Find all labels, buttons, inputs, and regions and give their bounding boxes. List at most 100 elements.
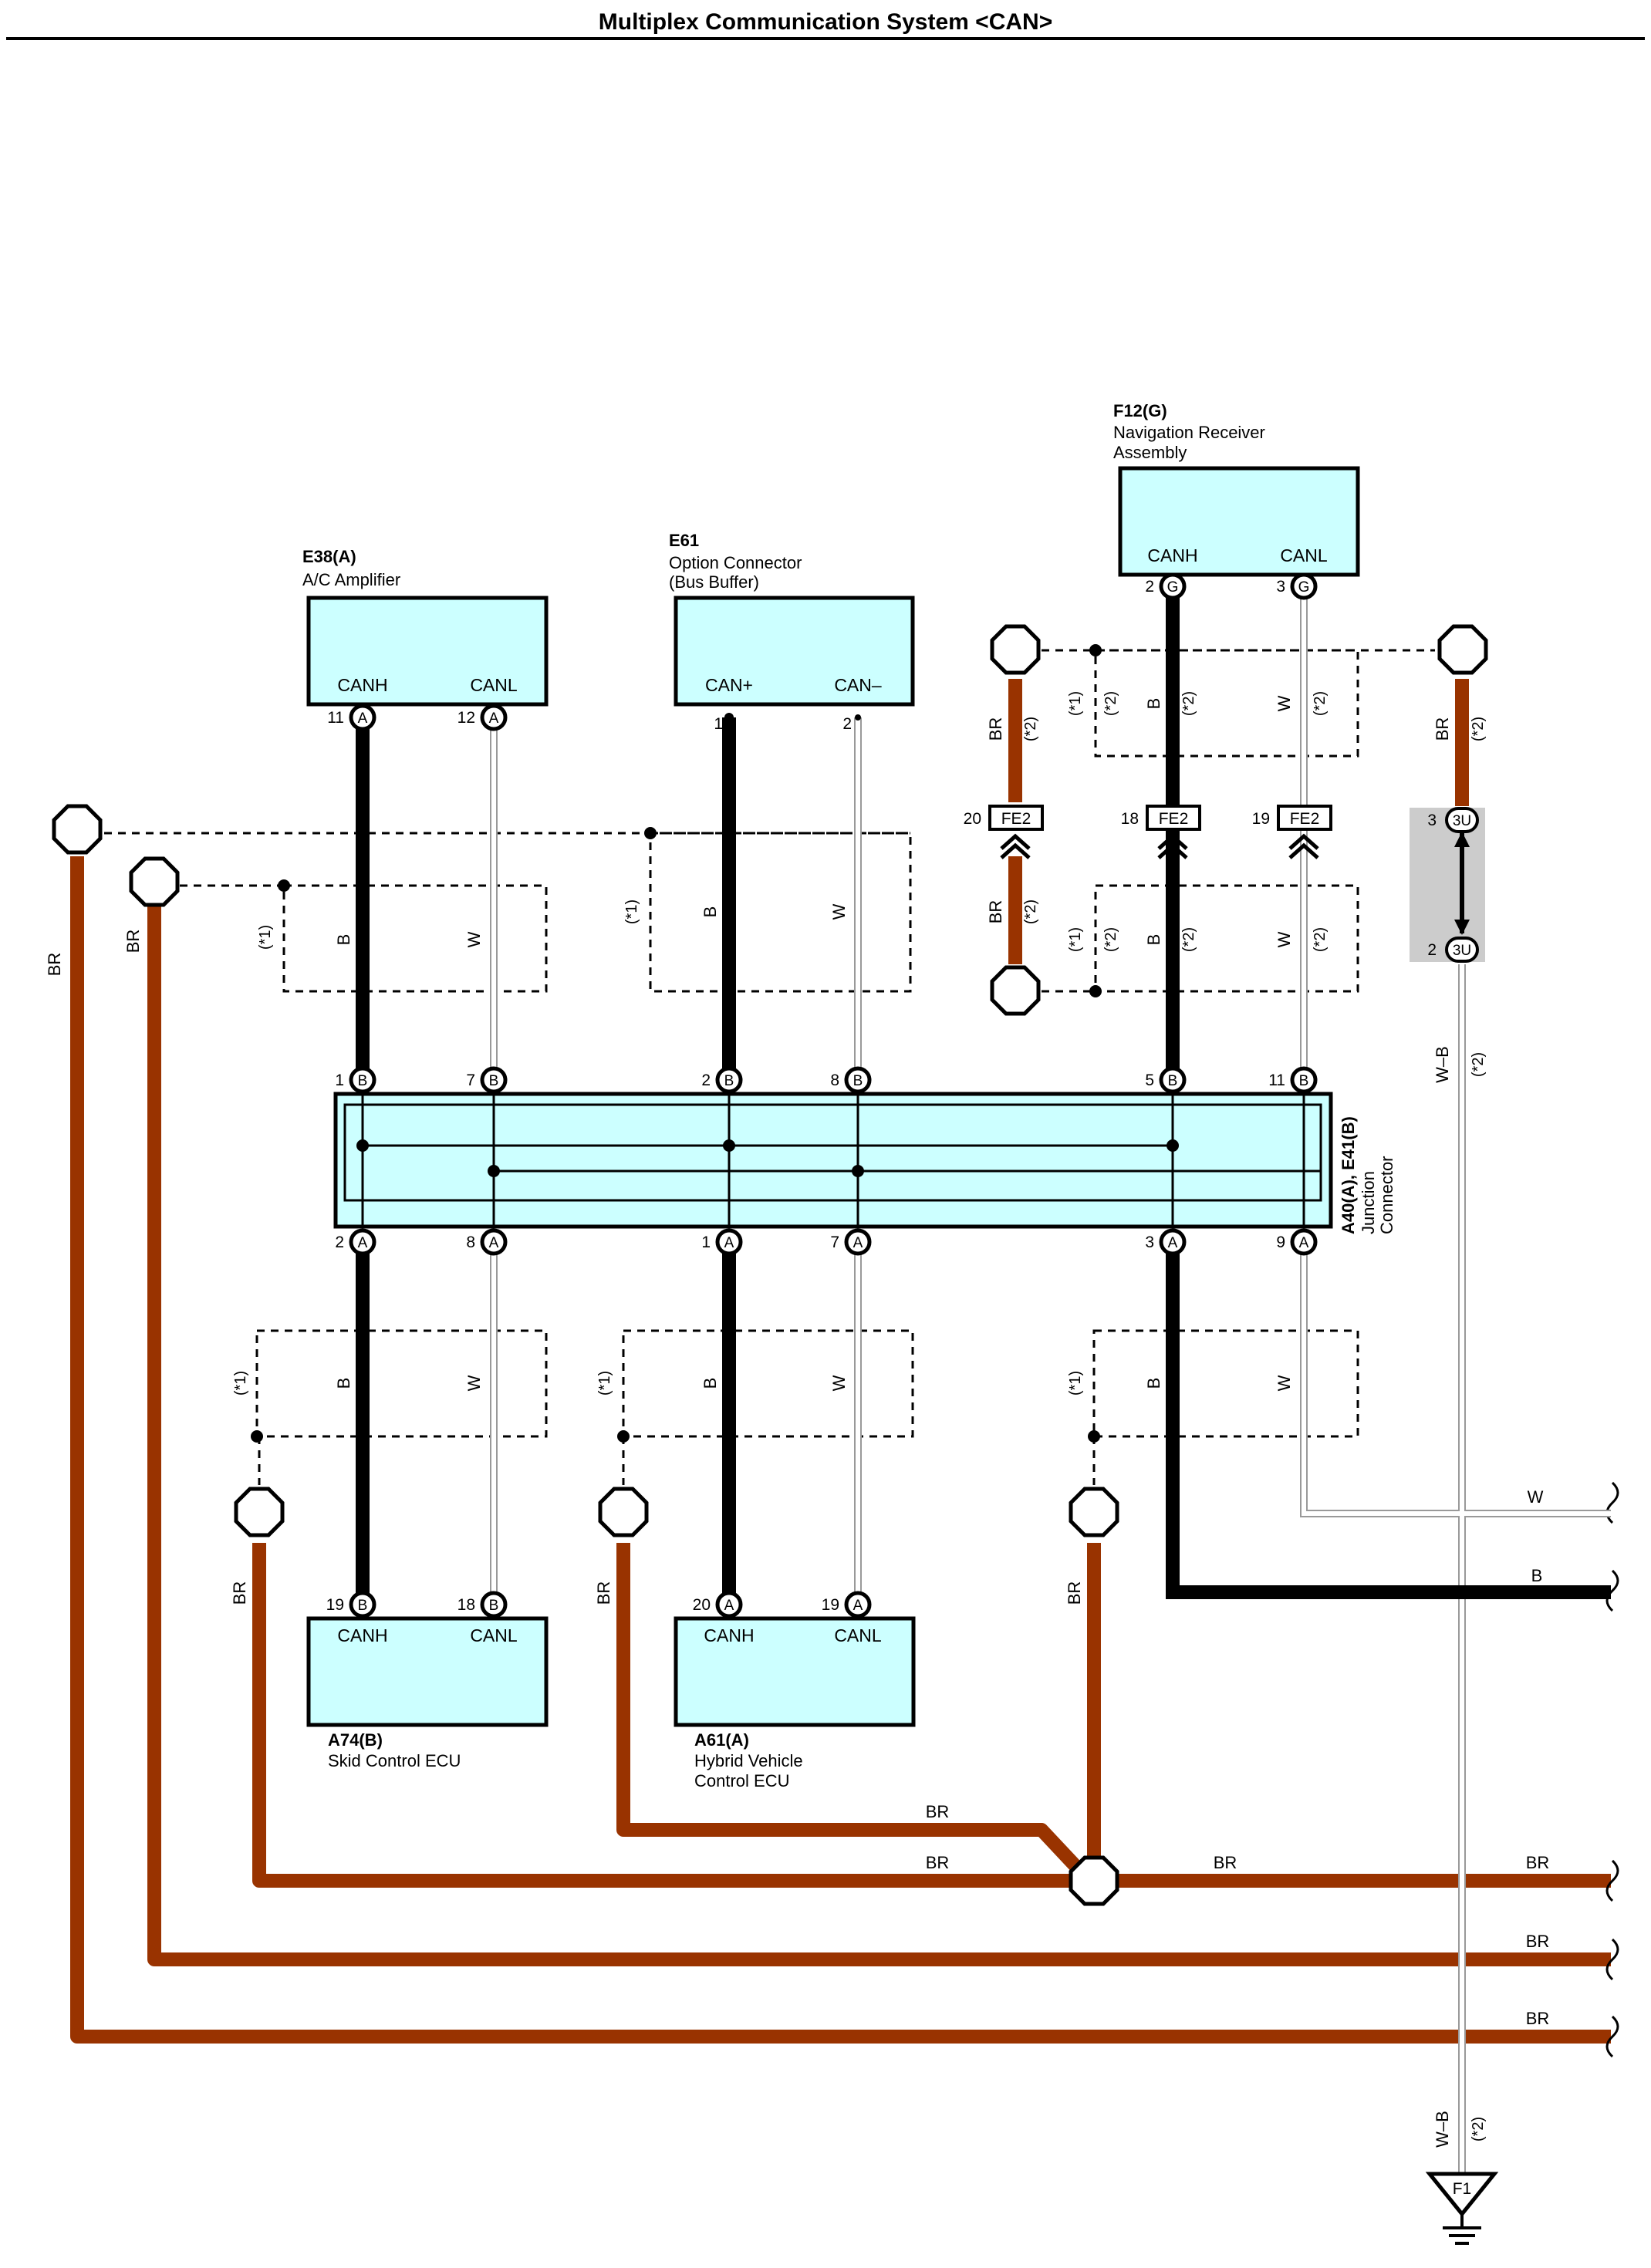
pin-number: 1 xyxy=(714,715,723,733)
shield-junction xyxy=(1092,1329,1359,1438)
break-mark-br-1 xyxy=(1605,1859,1619,1902)
option-name-1: Option Connector xyxy=(669,553,802,572)
br-wire-outer xyxy=(70,856,1611,2044)
shield-dots xyxy=(251,644,1102,1443)
pin-number: 2 xyxy=(1145,578,1154,596)
hybrid-canl-label: CANL xyxy=(834,1625,882,1645)
wire-label-b: B xyxy=(701,1378,720,1389)
shield-boxes xyxy=(104,649,1435,1485)
pin-number: 3 xyxy=(1276,578,1285,596)
pin-numbers: 11 12 1 2 2 3 1 7 2 8 5 11 2 8 1 7 3 9 1… xyxy=(326,578,1285,1614)
br-wires xyxy=(70,679,1611,2044)
skid-canl-label: CANL xyxy=(470,1625,518,1645)
wire-label-w: W xyxy=(1275,931,1294,947)
wire-label-b: B xyxy=(1531,1566,1543,1585)
hybrid-id: A61(A) xyxy=(694,1730,749,1750)
wire-label-br: BR xyxy=(1526,1932,1550,1951)
wire-label-w: W xyxy=(464,931,484,947)
nav-canh-label: CANH xyxy=(1147,545,1197,565)
note-2: (*2) xyxy=(1102,927,1119,952)
wire-label-b: B xyxy=(1144,934,1163,946)
note-2: (*2) xyxy=(1470,1052,1487,1077)
wire-label-w: W xyxy=(1275,695,1294,711)
pin-number: 19 xyxy=(822,1596,839,1614)
wire-label-br: BR xyxy=(1065,1581,1084,1605)
pin-letter: A xyxy=(1168,1235,1178,1251)
shield-nav-bottom xyxy=(1094,884,1359,993)
pin-letter: B xyxy=(1168,1073,1178,1089)
pin-letter: A xyxy=(724,1598,734,1614)
wire-label-w: W xyxy=(1528,1487,1544,1507)
shield-skid xyxy=(255,1329,548,1438)
shield-octagons xyxy=(52,624,1488,1906)
nav-canl-label: CANL xyxy=(1280,545,1328,565)
wire-label-w: W xyxy=(829,1375,849,1391)
wire-label-br: BR xyxy=(986,900,1005,924)
wire-label-w: W xyxy=(464,1375,484,1391)
junction-box xyxy=(333,1092,1333,1229)
shield-dot xyxy=(644,827,657,839)
note-1: (*1) xyxy=(1067,927,1084,952)
wire-label-br: BR xyxy=(986,717,1005,741)
note-2: (*2) xyxy=(1022,717,1039,741)
junction-id: A40(A), E41(B) xyxy=(1339,1116,1358,1234)
br-wire-skid xyxy=(252,1543,1611,1888)
pin-number: 7 xyxy=(466,1072,475,1089)
shield-terminal-icon xyxy=(598,1487,649,1537)
component-titles: E38(A) A/C Amplifier E61 Option Connecto… xyxy=(302,401,1396,1790)
ground-triangle xyxy=(1425,2172,1499,2217)
fe2-label: FE2 xyxy=(1290,810,1320,828)
pin-number: 20 xyxy=(693,1596,711,1614)
note-2: (*2) xyxy=(1470,717,1487,741)
skid-name: Skid Control ECU xyxy=(328,1751,461,1770)
shield-dot xyxy=(278,879,290,892)
pin-number: 1 xyxy=(701,1234,711,1251)
shield-ac xyxy=(282,884,548,993)
option-canm-label: CAN– xyxy=(834,675,882,695)
shield-dot xyxy=(1089,644,1102,656)
wire-label-br: BR xyxy=(594,1581,613,1605)
ac-canl-label: CANL xyxy=(470,675,518,695)
fe2-pin-number: 18 xyxy=(1121,810,1139,828)
ground-icon xyxy=(1443,2214,1481,2245)
pin-letter: A xyxy=(853,1598,863,1614)
pin-number: 8 xyxy=(466,1234,475,1251)
pin-number: 8 xyxy=(830,1072,839,1089)
3u-label: 3U xyxy=(1453,943,1471,959)
pin-letter: B xyxy=(489,1598,499,1614)
fe2-connectors: FE2 FE2 FE2 20 18 19 xyxy=(964,805,1332,859)
note-1: (*1) xyxy=(596,1371,613,1396)
shield-option xyxy=(649,832,912,993)
pin-letter: A xyxy=(489,1235,499,1251)
navigation-receiver-box xyxy=(1118,466,1360,577)
pin-letter: A xyxy=(1299,1235,1309,1251)
wire-label-br: BR xyxy=(230,1581,249,1605)
pin-number: 2 xyxy=(842,715,852,733)
junction-inner xyxy=(343,1103,1322,1202)
component-boxes xyxy=(306,466,1360,1727)
pin-letter: B xyxy=(358,1073,368,1089)
3u-pin-number: 2 xyxy=(1427,941,1437,959)
pin-circles xyxy=(349,572,1318,1618)
ac-amp-id: E38(A) xyxy=(302,547,356,566)
shield-terminal-icon xyxy=(1069,1487,1119,1537)
note-2: (*2) xyxy=(1180,691,1197,716)
3u-label: 3U xyxy=(1453,813,1471,829)
shield-terminal-icon xyxy=(990,965,1041,1016)
shield-dot xyxy=(1089,985,1102,997)
note-1: (*1) xyxy=(257,925,274,950)
note-1: (*1) xyxy=(623,899,640,924)
junction-bus xyxy=(361,1094,1321,1227)
hybrid-ecu-box xyxy=(674,1616,916,1727)
skid-canh-label: CANH xyxy=(337,1625,387,1645)
ac-amp-name: A/C Amplifier xyxy=(302,570,400,589)
splice-point-icon xyxy=(1069,1855,1119,1906)
wire-label-br: BR xyxy=(1526,1853,1550,1872)
pin-letter: A xyxy=(853,1235,863,1251)
skid-control-box xyxy=(306,1616,549,1727)
br-wire-hybrid xyxy=(616,1543,1082,1872)
fe2-label: FE2 xyxy=(1159,810,1189,828)
pin-number: 2 xyxy=(335,1234,344,1251)
junction-name-1: Junction xyxy=(1359,1171,1378,1234)
